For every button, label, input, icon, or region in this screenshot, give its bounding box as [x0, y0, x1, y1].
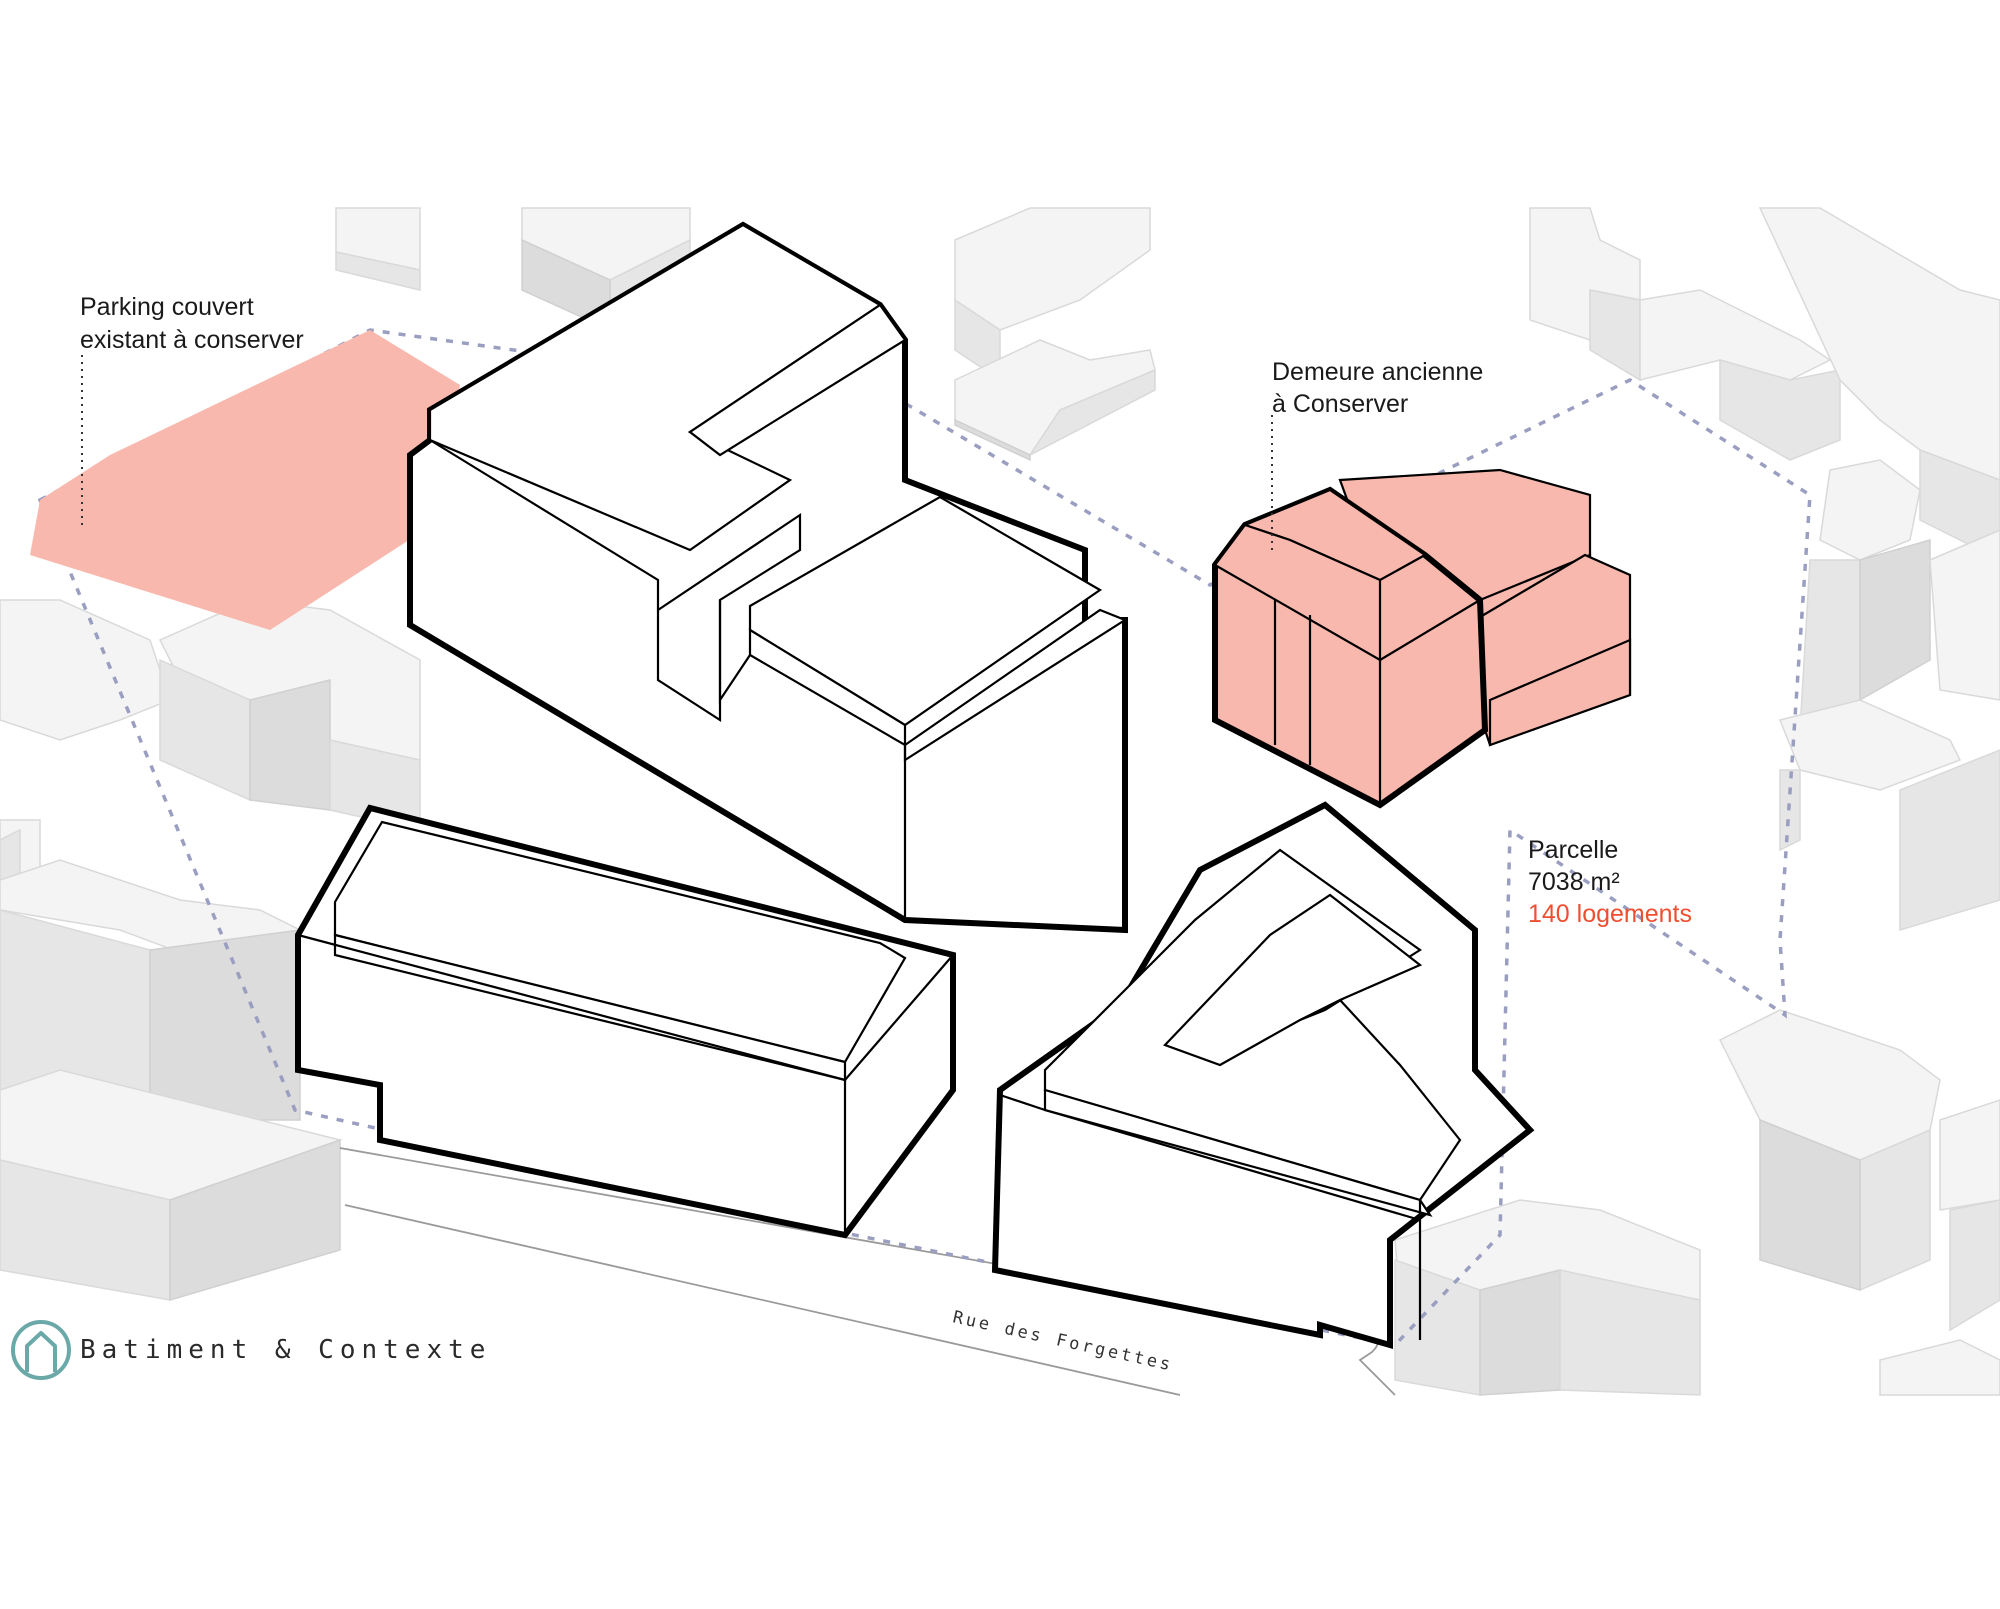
brand-name: Batiment & Contexte — [80, 1335, 491, 1365]
house-circle-icon — [11, 1320, 71, 1380]
street-name-label: Rue des Forgettes — [951, 1307, 1175, 1375]
brand-mark: Batiment & Contexte — [11, 1320, 491, 1380]
parking-area — [30, 330, 460, 630]
label-demeure-line2: à Conserver — [1272, 390, 1408, 418]
label-parking-line2: existant à conserver — [80, 326, 304, 354]
context-buildings — [0, 207, 2000, 1396]
building-new-c — [991, 801, 1535, 1349]
building-demeure-ancienne — [1212, 468, 1632, 809]
label-parcelle-title: Parcelle — [1528, 836, 1618, 864]
label-parcelle-area: 7038 m² — [1528, 868, 1620, 896]
building-new-b — [295, 804, 956, 1239]
building-new-a — [407, 221, 1128, 934]
label-parking-line1: Parking couvert — [80, 293, 254, 321]
label-parcelle-units: 140 logements — [1528, 900, 1692, 928]
label-demeure-line1: Demeure ancienne — [1272, 358, 1483, 386]
